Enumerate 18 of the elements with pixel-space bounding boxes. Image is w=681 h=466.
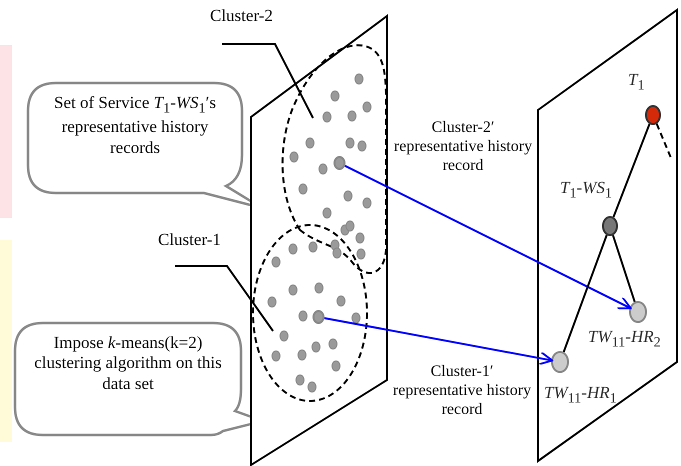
arrow <box>344 164 632 310</box>
arrow <box>324 317 554 366</box>
leader-line <box>175 265 274 332</box>
edge-label: Cluster-1′ representative history record <box>392 362 532 420</box>
cluster-label: Cluster-2 <box>210 6 290 44</box>
line <box>612 235 636 302</box>
node-label: T$_{1}$-WS$_{1}$ <box>560 178 613 202</box>
edge-label: Cluster-2′ representative history record <box>392 118 534 176</box>
node-label: TW$_{11}$-HR$_{1}$ <box>544 383 618 408</box>
line <box>612 124 650 218</box>
node-label: TW$_{11}$-HR$_{2}$ <box>588 327 662 352</box>
line <box>562 234 608 352</box>
node-label: T$_{1}$ <box>628 70 646 94</box>
leader-line <box>222 43 314 118</box>
cluster-label: Cluster-1 <box>158 230 238 266</box>
callout-text: Set of Service T$_{1}$-WS$_{1}$′s representative history records <box>53 93 217 158</box>
line <box>656 123 672 158</box>
callout-text: Impose k-means(k=2) clustering algorithm on this data set <box>33 333 223 394</box>
